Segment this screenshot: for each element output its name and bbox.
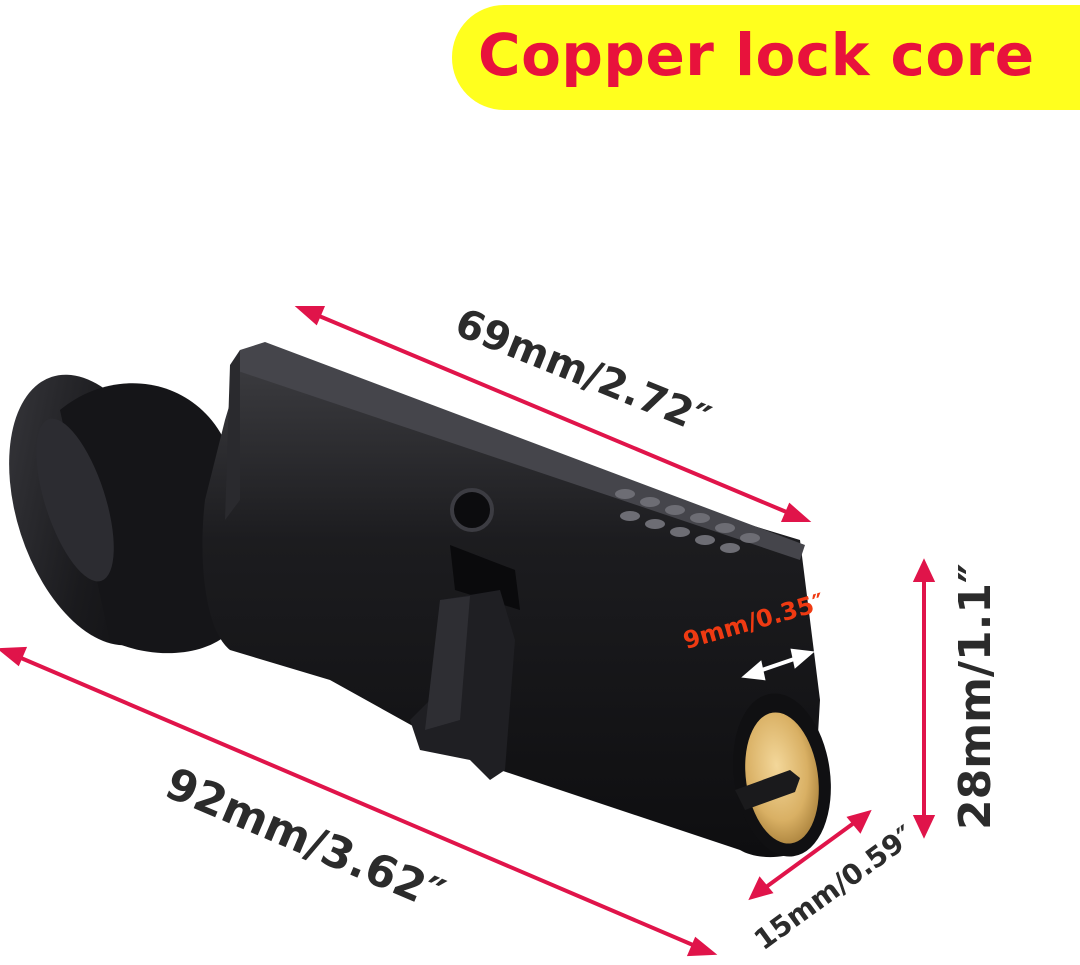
- thumb-turn-knob: [9, 374, 240, 654]
- dimension-arrows: [0, 306, 936, 957]
- cam-offset-arrow: [741, 648, 815, 681]
- height-label: 28mm/1.1″: [950, 563, 1001, 830]
- screw-hole: [450, 488, 494, 532]
- page-title: Copper lock core: [478, 21, 1035, 89]
- cylinder-body: [202, 342, 820, 858]
- key-plug: [733, 693, 831, 857]
- title-badge: [452, 5, 1080, 110]
- pin-holes: [615, 489, 760, 553]
- cam: [410, 590, 515, 780]
